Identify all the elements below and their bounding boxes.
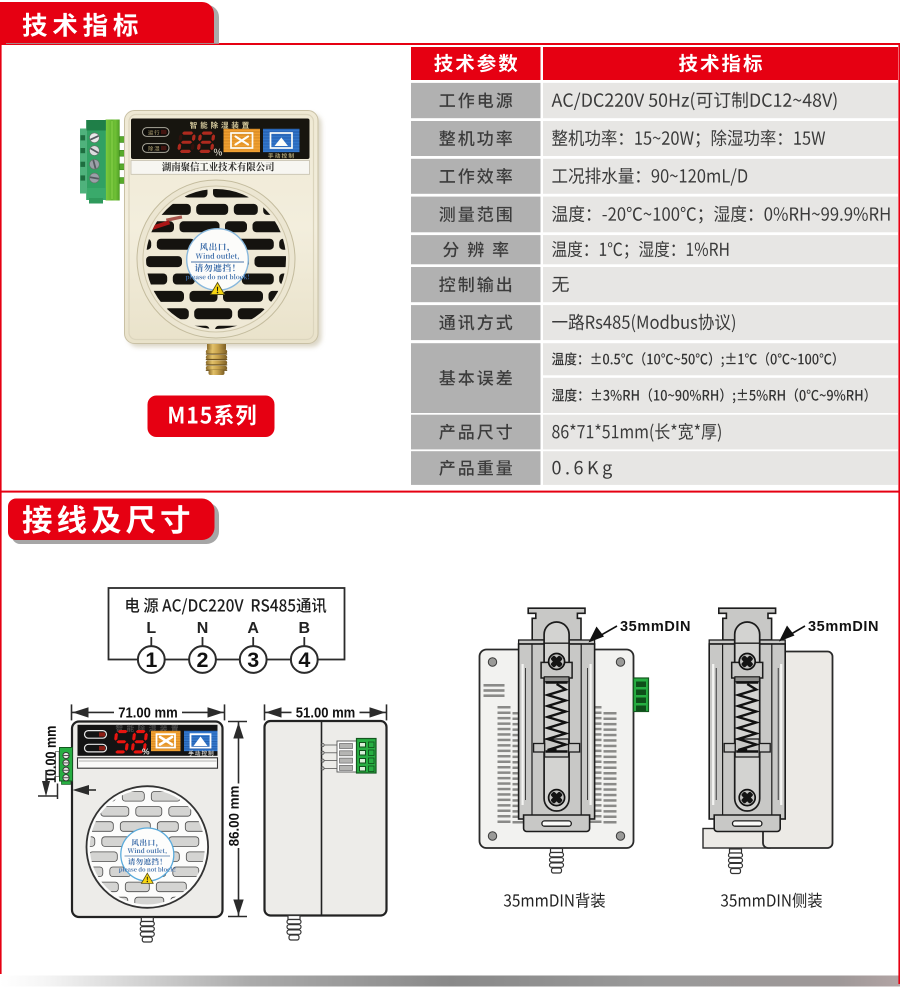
svg-text:2: 2: [197, 648, 209, 672]
svg-text:35mmDIN: 35mmDIN: [808, 619, 879, 635]
svg-text:71.00 mm: 71.00 mm: [118, 706, 178, 722]
svg-text:3: 3: [247, 648, 259, 672]
svg-text:51.00 mm: 51.00 mm: [296, 706, 356, 722]
svg-text:35mmDIN: 35mmDIN: [620, 619, 691, 635]
svg-text:N: N: [197, 620, 209, 637]
svg-text:A: A: [247, 620, 259, 637]
svg-text:%: %: [142, 747, 150, 757]
svg-text:L: L: [146, 620, 156, 637]
svg-text:4: 4: [298, 648, 310, 672]
svg-text:1: 1: [145, 648, 157, 672]
svg-text:B: B: [299, 620, 311, 637]
